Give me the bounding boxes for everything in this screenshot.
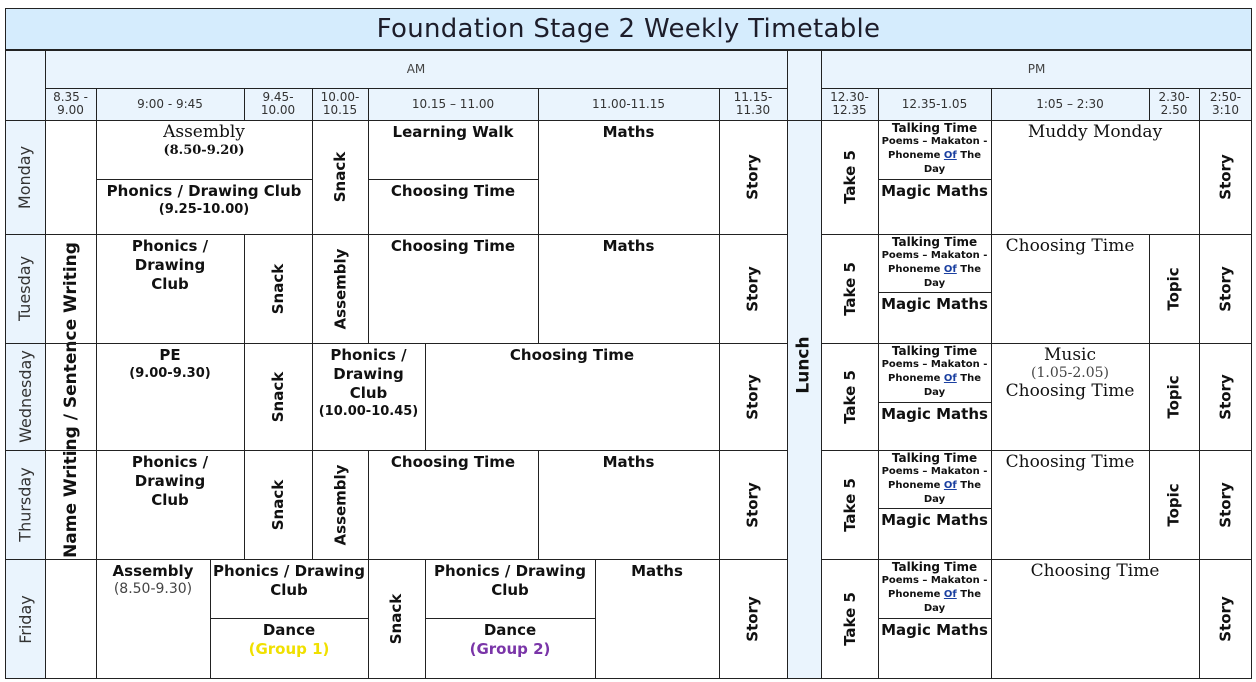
thu-choosing-pm: Choosing Time (1005, 452, 1135, 472)
tue-take5: Take 5 (840, 261, 859, 316)
mon-maths: Maths (602, 123, 655, 141)
mon-magic-maths: Magic Maths (881, 182, 988, 200)
fri-maths: Maths (631, 562, 683, 580)
fri-snack: Snack (387, 593, 406, 645)
am-header: AM (45, 50, 787, 88)
tue-assembly: Assembly (331, 248, 349, 329)
tue-choosing: Choosing Time (390, 237, 516, 255)
fri-dance-1: Dance(Group 1) (248, 621, 330, 658)
time-slot: 12.35-1.05 (878, 88, 991, 120)
wed-music: Music (1.05-2.05) Choosing Time (1005, 345, 1135, 401)
tue-maths: Maths (602, 237, 655, 255)
name-writing-column: Name Writing / Sentence Writing (60, 241, 81, 558)
fri-story-pm: Story (1216, 596, 1235, 642)
mon-assembly: Assembly(8.50-9.20) (163, 122, 245, 159)
wed-magic-maths: Magic Maths (881, 405, 988, 423)
wed-pe: PE(9.00-9.30) (129, 346, 211, 381)
thu-choosing: Choosing Time (390, 453, 516, 471)
day-label-tuesday: Tuesday (5, 234, 45, 343)
wed-story: Story (744, 373, 762, 420)
fri-choosing-pm: Choosing Time (1030, 561, 1160, 581)
thu-story-pm: Story (1216, 481, 1235, 528)
thu-assembly: Assembly (331, 464, 349, 545)
corner-cell (5, 50, 45, 120)
pm-header: PM (821, 50, 1252, 88)
mon-talking-time: Talking Time Poems – Makaton - Phoneme O… (881, 121, 988, 175)
mon-take5: Take 5 (840, 150, 859, 204)
mon-muddy-monday: Muddy Monday (1027, 122, 1163, 142)
mon-story: Story (744, 154, 762, 200)
time-slot: 2.30- 2.50 (1149, 88, 1199, 120)
mon-snack: Snack (330, 151, 349, 203)
tue-topic: Topic (1164, 266, 1183, 311)
time-slot: 9.45- 10.00 (244, 88, 312, 120)
wed-snack: Snack (268, 371, 287, 422)
time-slot: 10.00- 10.15 (312, 88, 368, 120)
time-slot: 12.30- 12.35 (821, 88, 878, 120)
fri-talking-time: Talking Time Poems – Makaton - Phoneme O… (881, 560, 988, 614)
lunch-column: Lunch (787, 50, 821, 679)
page-title: Foundation Stage 2 Weekly Timetable (5, 8, 1252, 50)
mon-choosing: Choosing Time (390, 182, 516, 200)
time-slot: 1:05 – 2:30 (991, 88, 1149, 120)
tue-magic-maths: Magic Maths (881, 295, 988, 313)
tue-choosing-pm: Choosing Time (1005, 236, 1135, 256)
wed-talking-time: Talking Time Poems – Makaton - Phoneme O… (881, 344, 988, 398)
time-slot: 11.00-11.15 (538, 88, 719, 120)
wed-topic: Topic (1164, 374, 1183, 419)
time-slot: 10.15 – 11.00 (368, 88, 538, 120)
tue-story: Story (744, 265, 762, 312)
wed-choosing: Choosing Time (509, 346, 635, 364)
fri-assembly: Assembly(8.50-9.30) (112, 562, 194, 597)
time-slot: 9:00 - 9:45 (96, 88, 244, 120)
fri-story: Story (744, 596, 762, 642)
thu-story: Story (744, 481, 762, 528)
fri-take5: Take 5 (840, 592, 859, 646)
fri-dance-2: Dance(Group 2) (469, 621, 551, 658)
thu-snack: Snack (268, 479, 287, 530)
mon-story-pm: Story (1216, 154, 1235, 200)
wed-story-pm: Story (1216, 373, 1235, 420)
thu-topic: Topic (1164, 482, 1183, 527)
mon-phonics: Phonics / Drawing Club(9.25-10.00) (106, 182, 302, 217)
thu-maths: Maths (602, 453, 655, 471)
time-slot: 11.15- 11.30 (719, 88, 787, 120)
day-label-thursday: Thursday (5, 450, 45, 559)
fri-magic-maths: Magic Maths (881, 621, 988, 639)
time-slot: 2:50- 3:10 (1199, 88, 1252, 120)
mon-learning-walk: Learning Walk (392, 123, 514, 141)
day-label-wednesday: Wednesday (5, 343, 45, 450)
time-slot: 8.35 - 9.00 (45, 88, 96, 120)
tue-snack: Snack (268, 263, 287, 314)
tue-story-pm: Story (1216, 265, 1235, 312)
day-label-monday: Monday (5, 120, 45, 234)
tue-talking-time: Talking Time Poems – Makaton - Phoneme O… (881, 235, 988, 289)
thu-magic-maths: Magic Maths (881, 511, 988, 529)
wed-take5: Take 5 (840, 369, 859, 424)
thu-take5: Take 5 (840, 477, 859, 532)
day-label-friday: Friday (5, 559, 45, 679)
thu-talking-time: Talking Time Poems – Makaton - Phoneme O… (881, 451, 988, 505)
